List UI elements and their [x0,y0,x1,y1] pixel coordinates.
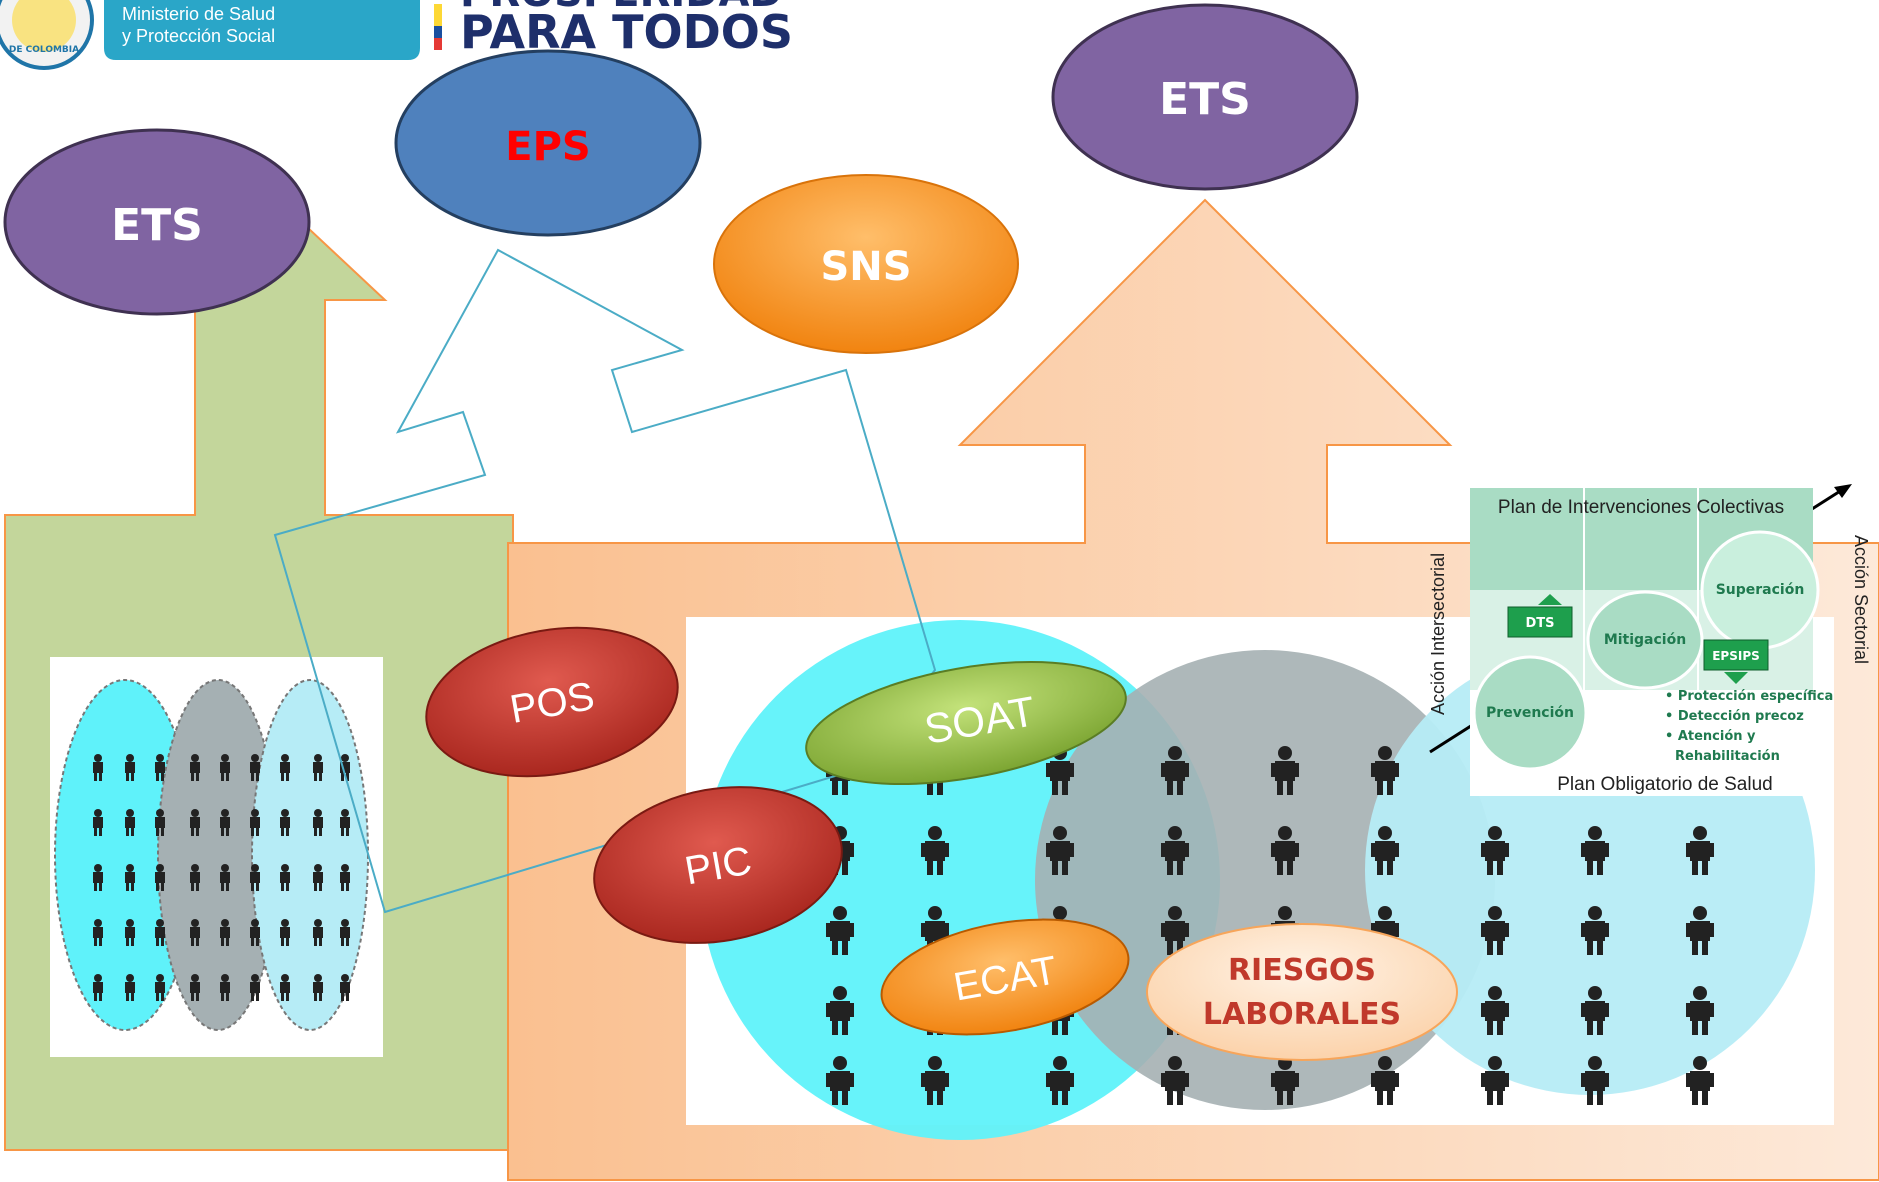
oval-ets-left: ETS [3,128,311,316]
axis-sectorial: Acción Sectorial [1851,535,1871,664]
oval-ecat: ECAT [880,918,1130,1036]
prevencion-label: Prevención [1486,705,1574,721]
epsips-badge: EPSIPS [1703,639,1769,684]
oval-ets-right: ETS [1051,3,1359,191]
left-population-image [50,657,383,1057]
ministry-line-2: y Protección Social [122,26,275,46]
oval-riesgos-laborales: RIESGOS LABORALES [1146,923,1458,1061]
ministry-line-1: Ministerio de Salud [122,4,275,24]
slogan-line-2: PARA TODOS [460,5,793,59]
ets-left-label: ETS [111,200,203,251]
colombia-seal-icon: DE COLOMBIA [0,0,94,70]
bullet-deteccion: • Detección precoz [1665,709,1804,724]
inset-title-top: Plan de Intervenciones Colectivas [1498,497,1784,518]
ministry-banner: Ministerio de Salud y Protección Social [104,0,420,60]
riesgos-label-line-2: LABORALES [1203,997,1401,1032]
mitigacion-circle [1586,590,1704,690]
oval-sns: SNS [713,174,1019,354]
lightcyan-group [251,679,369,1031]
mitigacion-label: Mitigación [1604,632,1686,648]
seal-label: DE COLOMBIA [9,45,79,55]
sns-label: SNS [820,244,911,290]
oval-soat: SOAT [805,660,1127,786]
bullet-rehabilitacion: Rehabilitación [1675,749,1780,764]
inset-title-bottom: Plan Obligatorio de Salud [1557,774,1772,795]
prevencion-circle [1472,655,1588,771]
superacion-label: Superación [1716,582,1805,598]
oval-pos: POS [425,626,679,778]
riesgos-label-line-1: RIESGOS [1228,953,1376,988]
dts-badge: DTS [1507,594,1573,638]
diagonal-arrowhead-icon [1834,484,1852,498]
oval-eps: EPS [394,49,702,237]
ets-right-label: ETS [1159,74,1251,125]
bullet-proteccion: • Protección específica [1665,689,1833,704]
axis-intersectorial: Acción Intersectorial [1428,553,1448,715]
eps-label: EPS [505,124,590,170]
inset-framework: Plan de Intervenciones Colectivas Plan O… [1428,488,1871,796]
bullet-atencion: • Atención y [1665,729,1756,744]
header-logos: DE COLOMBIA Ministerio de Salud y Protec… [0,0,793,70]
dts-label: DTS [1525,616,1554,631]
epsips-label: EPSIPS [1712,649,1760,663]
slogan-line-1: PROSPERIDAD [460,0,783,16]
slogan-logo: PROSPERIDAD PARA TODOS [434,0,793,59]
oval-pic: PIC [593,786,843,944]
